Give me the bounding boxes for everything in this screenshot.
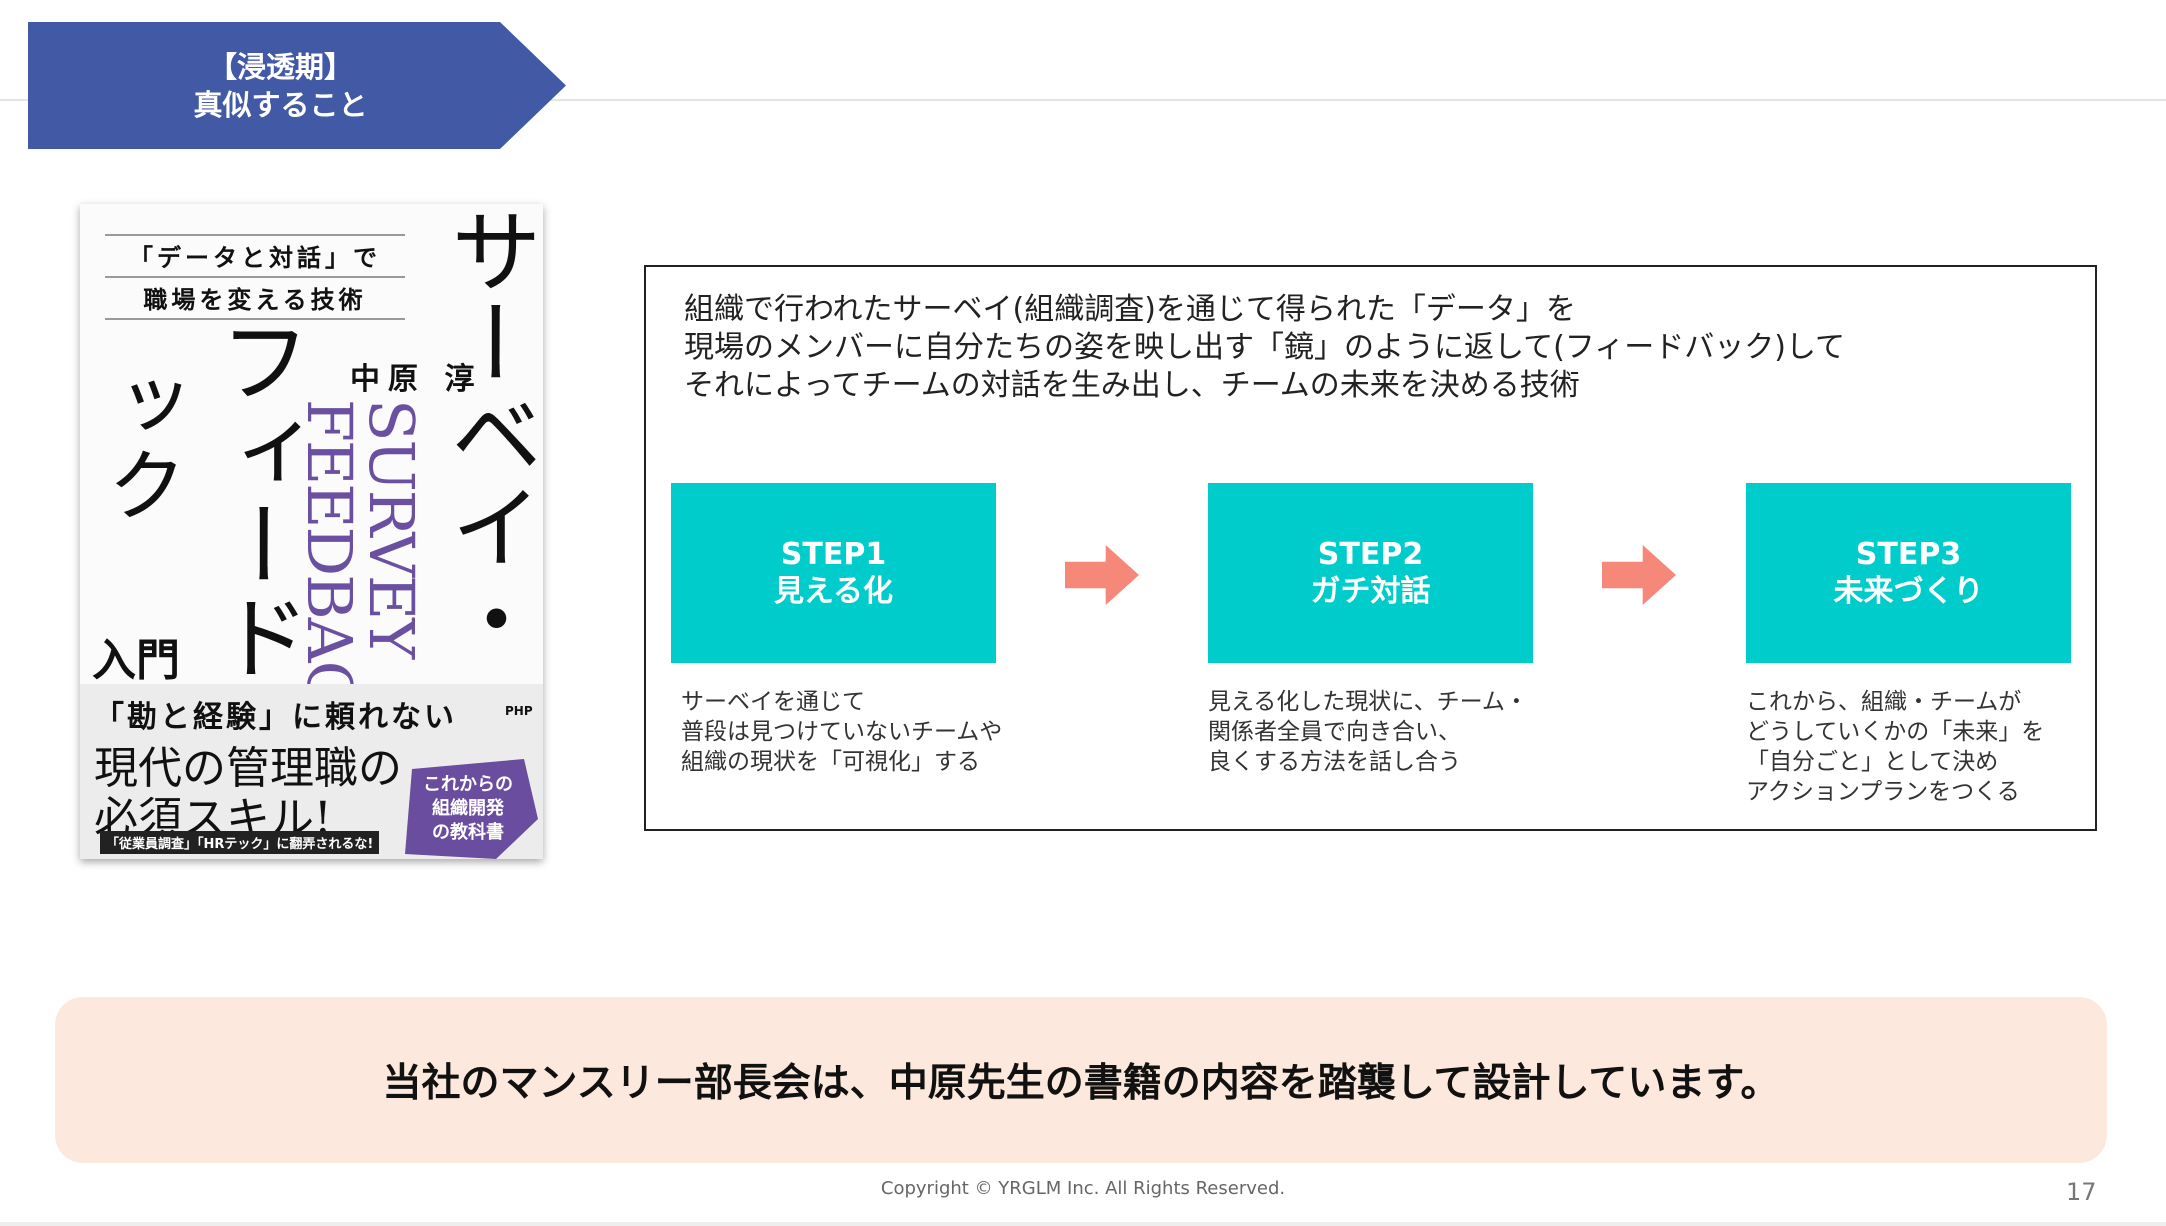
step-label: STEP1 [780,537,887,572]
header-divider [0,99,2166,101]
cover-subtitle-1: 「データと対話」で [129,244,381,272]
step-label: STEP2 [1317,537,1424,572]
arrow-right-icon [1065,545,1139,605]
cover-rule [105,234,405,236]
summary-note: 当社のマンスリー部長会は、中原先生の書籍の内容を踏襲して設計しています。 [55,997,2107,1163]
cover-rule [105,276,405,278]
step-label: STEP3 [1855,537,1962,572]
cover-publisher: PHP [505,704,533,718]
desc-line: 組織の現状を「可視化」する [681,749,980,775]
banner-line-2: 真似すること [193,87,368,122]
section-banner: 【浸透期】 真似すること [28,22,566,149]
cover-badge-2: 組織開発 [432,798,504,819]
desc-line: これから、組織・チームが [1746,689,2022,715]
cover-title-c: ック [94,364,187,524]
step-title: ガチ対話 [1310,574,1431,609]
intro-line: それによってチームの対話を生み出し、チームの未来を決める技術 [684,368,1580,403]
step-1-box: STEP1 見える化 [671,483,996,663]
intro-text: 組織で行われたサーベイ(組織調査)を通じて得られた「データ」を 現場のメンバーに… [684,291,1845,405]
summary-note-text: 当社のマンスリー部長会は、中原先生の書籍の内容を踏襲して設計しています。 [382,1061,1780,1106]
cover-title-d: 入門 [92,635,180,686]
desc-line: 関係者全員で向き合い、 [1208,719,1461,745]
step-3-description: これから、組織・チームが どうしていくかの「未来」を 「自分ごと」として決め ア… [1746,687,2044,807]
desc-line: 良くする方法を話し合う [1208,749,1461,775]
desc-line: 見える化した現状に、チーム・ [1208,689,1528,715]
cover-title-a: サーベイ・ [435,204,542,664]
cover-tagline-4: 「従業員調査」「HRテック」に翻弄されるな! [100,831,380,854]
step-2-description: 見える化した現状に、チーム・ 関係者全員で向き合い、 良くする方法を話し合う [1208,687,1528,777]
step-2-box: STEP2 ガチ対話 [1208,483,1533,663]
desc-line: どうしていくかの「未来」を [1746,719,2045,745]
book-cover-image: 「データと対話」で 職場を変える技術 サーベイ・ フィードバ ック 中原 淳 S… [80,204,543,859]
cover-english-1: SURVEY [355,399,428,658]
step-title: 未来づくり [1833,574,1984,609]
method-summary-box: 組織で行われたサーベイ(組織調査)を通じて得られた「データ」を 現場のメンバーに… [644,265,2097,831]
cover-subtitle-2: 職場を変える技術 [143,286,367,314]
cover-badge-3: の教科書 [432,822,504,843]
banner-line-1: 【浸透期】 [207,49,353,84]
intro-line: 現場のメンバーに自分たちの姿を映し出す「鏡」のように返して(フィードバック)して [684,330,1846,365]
step-3-box: STEP3 未来づくり [1746,483,2071,663]
desc-line: 普段は見つけていないチームや [681,719,1003,745]
step-title: 見える化 [773,574,894,609]
cover-badge-1: これからの [423,774,513,795]
step-1-description: サーベイを通じて 普段は見つけていないチームや 組織の現状を「可視化」する [681,687,1002,777]
cover-tagline-2: 現代の管理職の [94,743,402,794]
desc-line: 「自分ごと」として決め [1746,749,1999,775]
page-number: 17 [2066,1178,2097,1206]
cover-english-2: FEEDBAC [298,399,360,684]
desc-line: アクションプランをつくる [1746,779,2020,805]
cover-rule [105,318,405,320]
desc-line: サーベイを通じて [681,689,865,715]
arrow-right-icon [1602,545,1676,605]
intro-line: 組織で行われたサーベイ(組織調査)を通じて得られた「データ」を [684,292,1576,327]
cover-tagline-1: 「勘と経験」に頼れない [94,700,457,735]
copyright: Copyright © YRGLM Inc. All Rights Reserv… [880,1178,1286,1199]
footer-divider [0,1222,2166,1226]
cover-author: 中原 淳 [350,362,483,397]
